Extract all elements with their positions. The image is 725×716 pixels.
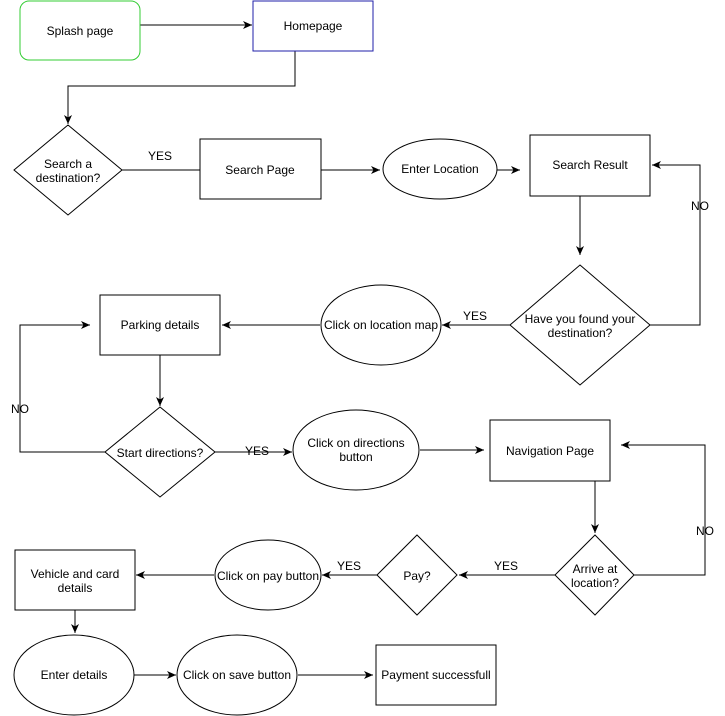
search-page-label: Search Page (225, 163, 295, 177)
edge-arrive-no-loop (621, 441, 706, 576)
click-pay-button-label: Click on pay button (217, 569, 319, 583)
splash-page-label: Splash page (47, 24, 114, 38)
arrive-location-line1: Arrive at (573, 562, 618, 576)
node-arrive-location-decision: Arrive at location? (554, 534, 635, 616)
node-search-page: Search Page (199, 138, 322, 200)
node-vehicle-card-details: Vehicle and card details (14, 549, 136, 611)
node-click-save-button: Click on save button (176, 634, 298, 716)
arrive-yes-label: YES (494, 559, 518, 573)
enter-location-label: Enter Location (401, 162, 478, 176)
arrive-no-label: NO (696, 524, 714, 538)
pay-label: Pay? (403, 569, 431, 583)
found-destination-line1: Have you found your (525, 312, 636, 326)
node-pay-decision: Pay? (376, 534, 458, 616)
search-result-label: Search Result (552, 158, 628, 172)
node-parking-details: Parking details (99, 294, 221, 356)
vehicle-card-line2: details (58, 581, 93, 595)
node-click-location-map: Click on location map (320, 284, 442, 366)
node-search-destination-decision: Search a destination? (13, 124, 123, 216)
payment-successful-label: Payment successfull (381, 668, 490, 682)
directions-no-label: NO (11, 402, 29, 416)
search-destination-line2: destination? (36, 171, 101, 185)
arrive-location-line2: location? (571, 576, 619, 590)
navigation-page-label: Navigation Page (506, 444, 594, 458)
found-yes-label: YES (463, 309, 487, 323)
click-directions-line2: button (339, 450, 372, 464)
pay-yes-label: YES (337, 559, 361, 573)
homepage-label: Homepage (284, 19, 343, 33)
click-save-button-label: Click on save button (183, 668, 291, 682)
node-payment-successful: Payment successfull (375, 644, 497, 706)
vehicle-card-line1: Vehicle and card (31, 567, 120, 581)
parking-details-label: Parking details (121, 318, 200, 332)
node-splash-page: Splash page (19, 0, 141, 61)
connectors (19, 21, 706, 679)
found-destination-line2: destination? (548, 326, 613, 340)
click-location-map-label: Click on location map (324, 318, 438, 332)
start-directions-label: Start directions? (117, 446, 204, 460)
directions-yes-label: YES (245, 444, 269, 458)
node-enter-details: Enter details (13, 634, 135, 716)
search-destination-line1: Search a (44, 157, 92, 171)
node-homepage: Homepage (252, 0, 374, 52)
found-no-label: NO (691, 199, 709, 213)
edge-homepage-search-decision (64, 51, 296, 124)
node-start-directions-decision: Start directions? (104, 406, 216, 498)
node-found-destination-decision: Have you found your destination? (509, 264, 651, 386)
enter-details-label: Enter details (41, 668, 108, 682)
node-enter-location: Enter Location (382, 138, 498, 200)
node-click-directions-button: Click on directions button (292, 409, 420, 491)
node-navigation-page: Navigation Page (489, 419, 611, 482)
node-click-pay-button: Click on pay button (214, 539, 322, 611)
edge-labels: YES NO YES NO YES NO YES YES (11, 149, 714, 573)
edge-found-no-loop (650, 161, 701, 326)
search-yes-label: YES (148, 149, 172, 163)
edge-startdirections-no-loop (19, 321, 105, 453)
click-directions-line1: Click on directions (307, 436, 404, 450)
node-search-result: Search Result (529, 134, 651, 197)
